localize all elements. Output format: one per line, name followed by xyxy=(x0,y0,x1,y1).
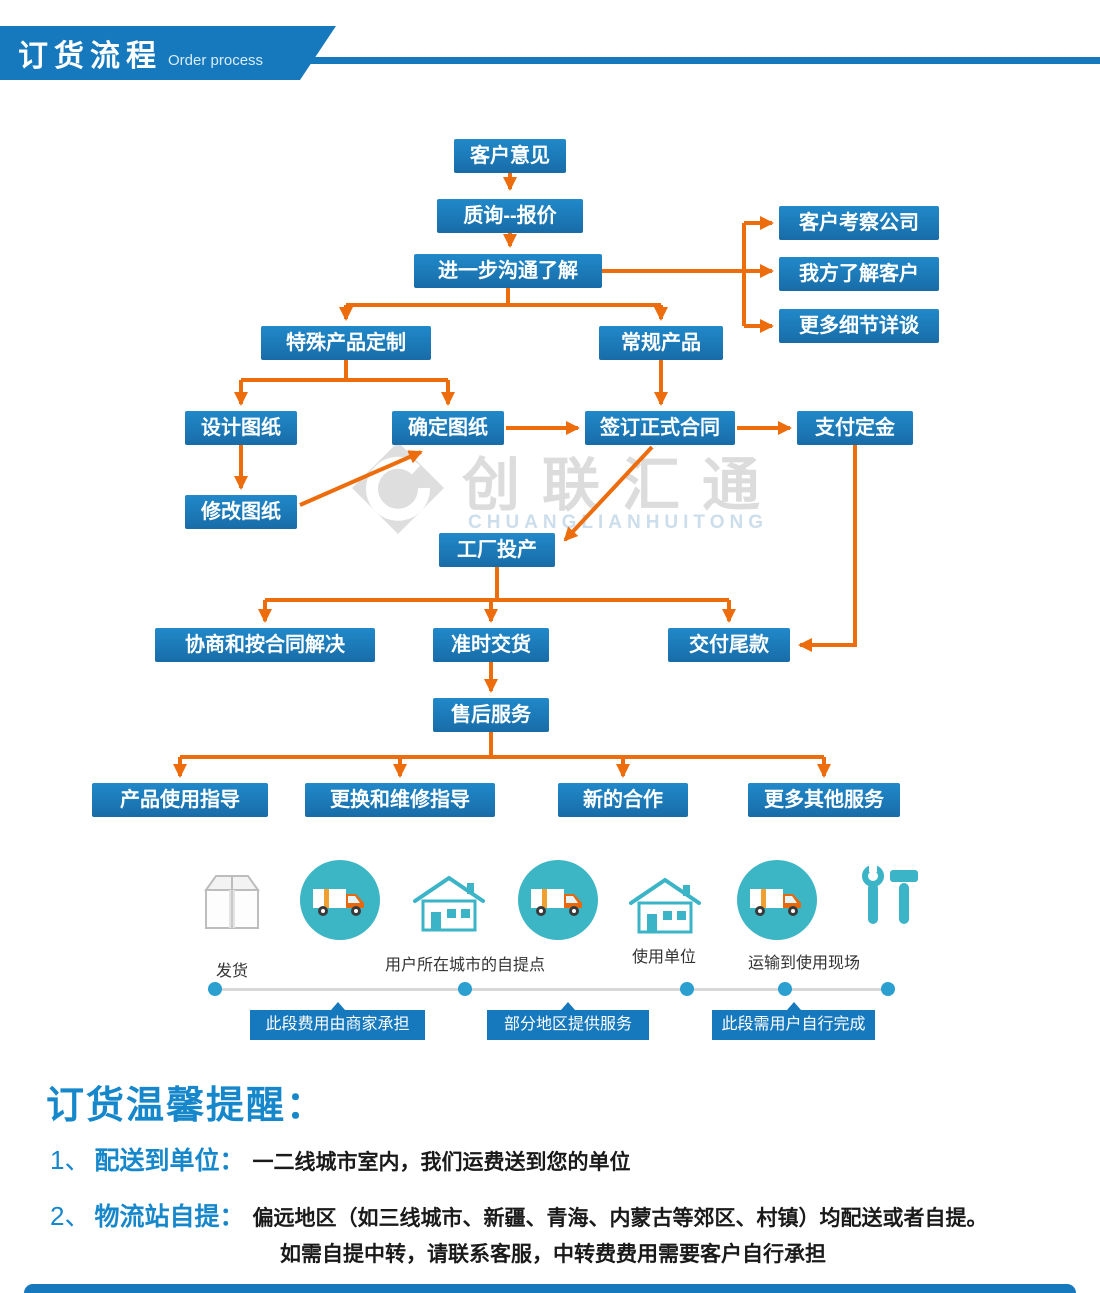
flow-node: 客户考察公司 xyxy=(779,206,939,240)
house-icon xyxy=(628,876,702,941)
flow-node: 产品使用指导 xyxy=(92,783,268,817)
delivery-truck-icon xyxy=(300,860,380,945)
flow-node: 更多其他服务 xyxy=(748,783,900,817)
notice-item-text: 偏远地区（如三线城市、新疆、青海、内蒙古等郊区、村镇）均配送或者自提。 xyxy=(252,1207,988,1230)
timeline-dot xyxy=(680,982,694,996)
logistics-label: 使用单位 xyxy=(631,949,696,966)
timeline-dot xyxy=(778,982,792,996)
timeline-tag: 此段需用户自行完成 xyxy=(712,1002,875,1040)
flow-node: 设计图纸 xyxy=(185,411,297,445)
flow-node: 客户意见 xyxy=(454,139,566,173)
timeline-dot xyxy=(881,982,895,996)
delivery-truck-icon xyxy=(518,860,598,945)
flow-node: 工厂投产 xyxy=(439,533,555,567)
notice-item: 2、 物流站自提： 偏远地区（如三线城市、新疆、青海、内蒙古等郊区、村镇）均配送… xyxy=(50,1196,987,1233)
notice-item-text: 一二线城市室内，我们运费送到您的单位 xyxy=(252,1151,631,1174)
house-icon xyxy=(412,874,486,939)
flow-node: 进一步沟通了解 xyxy=(414,254,602,288)
flow-node: 准时交货 xyxy=(433,628,549,662)
notice-item-number: 2、 xyxy=(50,1201,91,1231)
watermark-name: 创联汇通 xyxy=(462,453,783,518)
timeline-tag: 此段费用由商家承担 xyxy=(250,1002,425,1040)
logistics-label: 发货 xyxy=(215,963,248,980)
notice-item-text-continued: 如需自提中转，请联系客服，中转费费用需要客户自行承担 xyxy=(280,1243,826,1266)
flow-node: 特殊产品定制 xyxy=(261,326,431,360)
notice-item: 1、 配送到单位： 一二线城市室内，我们运费送到您的单位 xyxy=(50,1140,630,1177)
flow-node: 交付尾款 xyxy=(668,628,790,662)
timeline xyxy=(215,988,888,991)
flow-node: 更换和维修指导 xyxy=(305,783,495,817)
flow-node: 我方了解客户 xyxy=(779,257,939,291)
header-underline xyxy=(0,57,1100,64)
timeline-dot xyxy=(458,982,472,996)
notice-item-number: 1、 xyxy=(50,1145,91,1175)
delivery-truck-icon xyxy=(737,860,817,945)
flow-node: 新的合作 xyxy=(558,783,688,817)
logistics-label: 用户所在城市的自提点 xyxy=(384,957,545,974)
timeline-dot xyxy=(208,982,222,996)
section-subtitle: Order process xyxy=(168,51,264,69)
flow-node: 质询--报价 xyxy=(437,199,583,233)
package-icon xyxy=(200,866,264,937)
flow-node: 签订正式合同 xyxy=(585,411,735,445)
flow-node: 更多细节详谈 xyxy=(779,309,939,343)
notice-item-label: 配送到单位： xyxy=(94,1147,245,1175)
flow-node: 常规产品 xyxy=(599,326,723,360)
flow-node: 修改图纸 xyxy=(185,495,297,529)
section-header: 订货流程 Order process xyxy=(0,26,336,80)
notice-title: 订货温馨提醒： xyxy=(46,1085,327,1127)
flow-node: 协商和按合同解决 xyxy=(155,628,375,662)
bottom-divider xyxy=(24,1284,1076,1293)
flow-node: 支付定金 xyxy=(797,411,913,445)
watermark-latin: CHUANGLIANHUITONG xyxy=(468,512,768,533)
section-title: 订货流程 xyxy=(18,40,162,73)
timeline-tag: 部分地区提供服务 xyxy=(487,1002,649,1040)
notice-item-label: 物流站自提： xyxy=(94,1203,245,1231)
flow-node: 确定图纸 xyxy=(392,411,504,445)
flow-node: 售后服务 xyxy=(433,698,549,732)
logistics-label: 运输到使用现场 xyxy=(747,955,860,972)
tools-icon xyxy=(856,862,922,937)
